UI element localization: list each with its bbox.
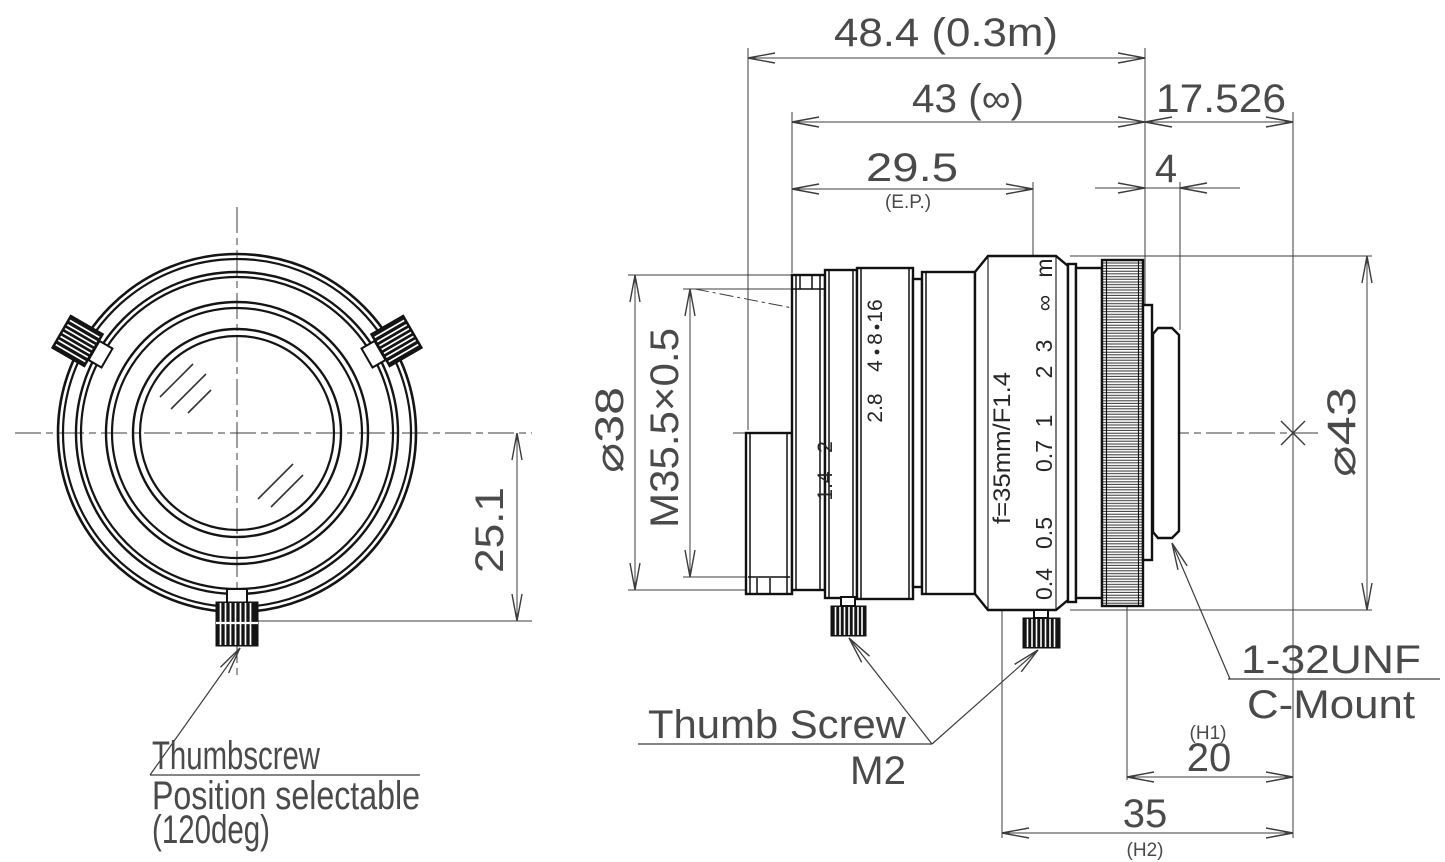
image-plane-mark [1280,420,1306,446]
thumbscrew-callout: Thumb Screw M2 [638,634,1043,793]
model-marking: f=35mm/F1.4 [989,372,1016,524]
note-h2: (H2) [1127,840,1164,861]
barrel-markings: f=35mm/F1.4 m ∞ 3 2 1 0.7 0.5 0.4 16 8 4… [814,258,1057,600]
cmount-thread-label: 1-32UNF [1241,638,1421,682]
front-view-centerlines [15,207,532,677]
knurled-focus-ring [1100,258,1145,608]
dim-front-diameter: ⌀38 [588,387,632,473]
dim-25-1: 25.1 [258,432,532,622]
thumbscrew-size-label: M2 [850,749,906,793]
dim-entrance-pupil: 29.5 [866,146,958,190]
side-thumbscrew-2 [1022,609,1061,649]
aperture-ring-rear [823,268,859,600]
thumbscrew-upper-left [50,314,118,376]
focus-mark-1: 1 [1031,415,1057,428]
spacer-ring [911,277,924,589]
cmount-type-label: C-Mount [1247,683,1415,727]
aperture-scale: 16 8 4 2.8 2 1.4 [814,299,887,500]
lens-body [744,254,1181,612]
side-view: f=35mm/F1.4 m ∞ 3 2 1 0.7 0.5 0.4 16 8 4… [588,11,1440,861]
note-entrance-pupil: (E.P.) [885,192,931,213]
front-thumbscrew-callout: Thumbscrew Position selectable (120deg) [149,644,420,852]
aperture-mark-4: 4 [864,360,887,372]
aperture-mark-1-4: 1.4 [814,471,837,501]
focus-mark-3: 3 [1031,340,1057,353]
side-thumbscrew-1 [830,596,867,637]
thumbscrew-label: Thumb Screw [648,703,906,747]
mount-base-disc [1141,303,1154,562]
focus-mark-2: 2 [1031,366,1057,379]
aperture-dot-2 [874,349,880,355]
focus-mark-m: m [1031,258,1057,277]
dim-mount-protrusion: 4 [1155,147,1177,191]
dim-overall-inf: 43 (∞) [912,77,1024,121]
fixed-ring [920,270,977,596]
front-callout-line1: Thumbscrew [152,734,320,778]
dim-filter-thread: M35.5×0.5 [643,328,687,528]
aperture-dot-1 [874,324,880,330]
thumbscrew-bottom [215,588,259,647]
extension-lines [628,48,1372,838]
aperture-mark-2-8: 2.8 [864,393,887,422]
focus-mark-0-5: 0.5 [1031,517,1057,549]
dim-h2: 35 [1123,792,1168,836]
aperture-mark-16: 16 [864,299,887,322]
dim-flange-back: 17.526 [1156,77,1286,121]
front-callout-line3: (120deg) [152,808,270,852]
dim-h1: 20 [1187,736,1232,780]
body-detail-lines [748,256,1140,610]
rear-step-ring-2 [1074,266,1104,600]
focus-mark-0-4: 0.4 [1031,568,1057,600]
dim-25-1-value: 25.1 [468,487,512,573]
focus-mark-inf: ∞ [1031,295,1057,311]
aperture-ring-scale [855,266,915,601]
focus-scale: m ∞ 3 2 1 0.7 0.5 0.4 [1031,258,1057,600]
thumbscrew-upper-right [356,314,424,376]
dim-body-diameter: ⌀43 [1320,387,1364,477]
glass-hatch-marks [159,363,304,508]
dim-overall-near: 48.4 (0.3m) [834,11,1058,55]
cmount-callout: 1-32UNF C-Mount [1166,540,1440,727]
note-h1: (H1) [1190,723,1227,744]
front-view: 25.1 Thumbscrew Position selectable (120… [15,207,532,852]
focus-mark-0-7: 0.7 [1031,440,1057,472]
aperture-mark-8: 8 [864,333,887,345]
front-callout-line2: Position selectable [152,774,420,818]
dimension-lines [634,57,1368,834]
c-mount-stub [1151,326,1181,540]
front-barrel-extended [744,431,794,596]
aperture-mark-2: 2 [814,441,837,453]
